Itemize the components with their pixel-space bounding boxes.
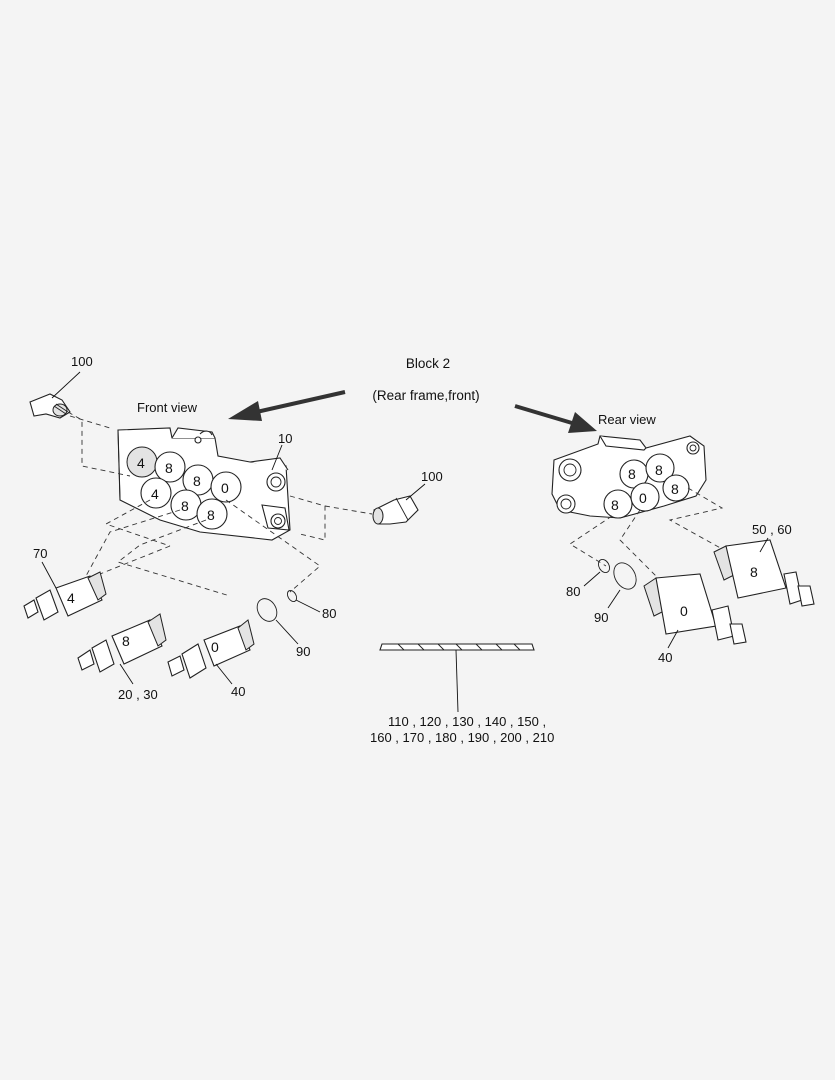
rear-oring-large — [613, 562, 637, 590]
leader-line — [759, 537, 769, 553]
cartridge-marker: 8 — [122, 633, 130, 649]
cartridge-marker: 0 — [680, 603, 688, 619]
front-oring-small — [286, 589, 298, 603]
front-port-marker: 8 — [193, 473, 201, 489]
leader-line — [119, 663, 134, 685]
arrow-to-front-view — [228, 390, 346, 421]
leader-line — [667, 629, 679, 649]
rear-port-marker: 8 — [611, 497, 619, 513]
leader-line — [295, 599, 321, 613]
front-elbow-fitting-right — [372, 495, 419, 525]
callout-harness-line1: 110 , 120 , 130 , 140 , 150 , — [388, 714, 546, 729]
callout-small-oring-front: 80 — [322, 606, 336, 621]
callout-large-oring-front: 90 — [296, 644, 310, 659]
callout-cartridge-50-60-rear: 50 , 60 — [752, 522, 792, 537]
rear-ports: 8 8 8 0 8 — [603, 453, 690, 519]
front-port-marker: 0 — [221, 480, 229, 496]
cartridge-50-60-rear: 8 — [713, 539, 815, 607]
rear-view-label: Rear view — [598, 412, 656, 427]
front-view-label: Front view — [137, 400, 198, 415]
front-ports: 4 8 8 0 4 8 8 — [126, 446, 242, 530]
cartridge-marker: 8 — [750, 564, 758, 580]
rear-port-marker: 8 — [628, 466, 636, 482]
front-port-marker: 8 — [181, 498, 189, 514]
leader-line — [455, 649, 459, 713]
leader-line — [271, 444, 283, 471]
block-location: (Rear frame,front) — [372, 388, 479, 403]
rear-port-marker: 0 — [639, 490, 647, 506]
callout-large-oring-rear: 90 — [594, 610, 608, 625]
cartridge-20-30: 8 — [77, 613, 167, 673]
leader-line — [215, 663, 233, 685]
front-port-marker: 4 — [137, 455, 145, 471]
callout-small-oring-rear: 80 — [566, 584, 580, 599]
callout-valve-body: 10 — [278, 431, 292, 446]
front-port-marker: 8 — [165, 460, 173, 476]
cartridge-marker: 4 — [67, 590, 75, 606]
front-port-marker: 4 — [151, 486, 159, 502]
leader-line — [275, 619, 299, 645]
leader-line — [607, 589, 621, 609]
leader-line — [583, 571, 601, 587]
callout-cartridge-20-30: 20 , 30 — [118, 687, 158, 702]
cartridge-40-front: 0 — [167, 619, 255, 679]
front-oring-large — [256, 598, 278, 622]
callout-harness-line2: 160 , 170 , 180 , 190 , 200 , 210 — [370, 730, 554, 745]
leader-line — [51, 371, 81, 399]
leader-line — [405, 483, 426, 501]
callout-elbow-front-top: 100 — [71, 354, 93, 369]
rear-port-marker: 8 — [671, 481, 679, 497]
rear-oring-small — [597, 558, 611, 574]
front-dashed-guides — [67, 411, 373, 597]
callout-elbow-front-right: 100 — [421, 469, 443, 484]
cartridge-marker: 0 — [211, 639, 219, 655]
block-title: Block 2 — [406, 356, 450, 371]
front-port-marker: 8 — [207, 507, 215, 523]
callout-cartridge-40-front: 40 — [231, 684, 245, 699]
front-elbow-fitting-top — [29, 393, 71, 419]
leader-line — [41, 561, 57, 589]
cartridge-70: 4 — [23, 571, 107, 621]
rear-port-marker: 8 — [655, 462, 663, 478]
wiring-harness-pins — [379, 643, 535, 651]
cartridge-40-rear: 0 — [643, 573, 747, 645]
arrow-to-rear-view — [514, 404, 597, 433]
callout-cartridge-40-rear: 40 — [658, 650, 672, 665]
callout-cartridge-70: 70 — [33, 546, 47, 561]
